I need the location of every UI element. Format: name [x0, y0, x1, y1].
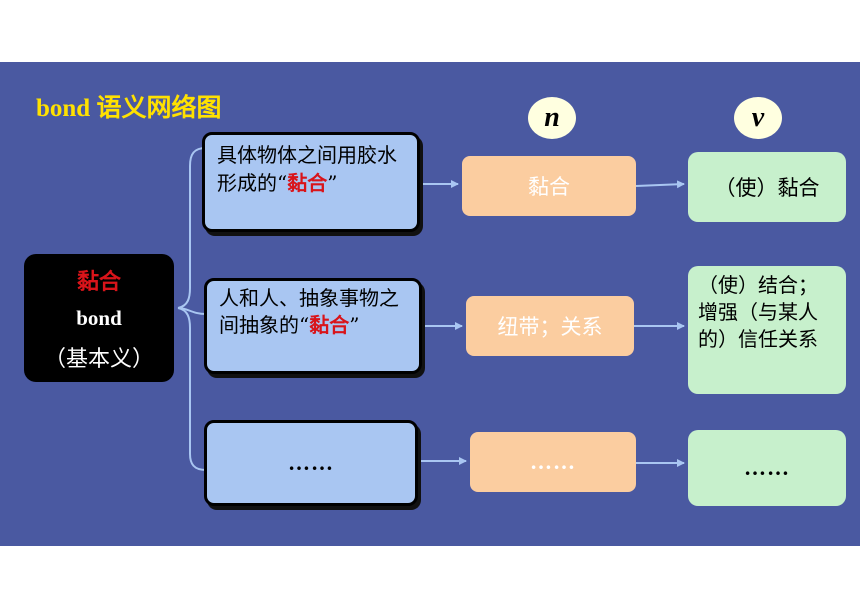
meaning-highlight-1: 黏合 — [287, 171, 328, 195]
noun-text-3: …… — [530, 449, 576, 474]
verb-label-ellipse: v — [734, 97, 782, 139]
meaning-box-3: …… — [204, 420, 418, 506]
verb-label: v — [751, 102, 765, 133]
noun-text-1: 黏合 — [528, 175, 570, 199]
root-node: 黏合 bond （基本义） — [24, 254, 174, 382]
root-bracket — [177, 147, 207, 309]
meaning-box-1: 具体物体之间用胶水形成的“黏合” — [202, 132, 420, 232]
diagram-title: bond 语义网络图 — [36, 95, 222, 122]
meaning-text-3: …… — [288, 450, 334, 475]
verb-box-3: …… — [688, 430, 846, 506]
arrow-noun-verb-1 — [635, 180, 685, 189]
meaning-box-2: 人和人、抽象事物之间抽象的“黏合” — [204, 278, 422, 374]
verb-box-1: （使）黏合 — [688, 152, 846, 222]
meaning-suffix-2: ” — [349, 313, 360, 337]
verb-text-3: …… — [744, 455, 790, 480]
noun-label: n — [544, 102, 560, 133]
root-note: （基本义） — [43, 346, 154, 372]
meaning-highlight-2: 黏合 — [309, 313, 350, 337]
meaning-text-2: 人和人、抽象事物之间抽象的“ — [219, 286, 399, 337]
noun-label-ellipse: n — [528, 97, 576, 139]
verb-text-2: （使）结合；增强（与某人的）信任关系 — [698, 273, 818, 351]
noun-text-2: 纽带；关系 — [497, 315, 603, 339]
root-word-en: bond — [76, 305, 122, 330]
connector-lines — [177, 147, 685, 471]
verb-text-1: （使）黏合 — [714, 176, 820, 200]
root-bracket-low — [177, 307, 207, 471]
meaning-suffix-1: ” — [327, 171, 338, 195]
slide-canvas: bond 语义网络图 n v 黏合 bond （基本义） 具体物体之间用胶水形成… — [0, 62, 860, 546]
noun-box-1: 黏合 — [462, 156, 636, 216]
root-word-cn: 黏合 — [76, 268, 121, 295]
meaning-text-1: 具体物体之间用胶水形成的“ — [217, 143, 397, 195]
noun-box-3: …… — [470, 432, 636, 492]
verb-box-2: （使）结合；增强（与某人的）信任关系 — [688, 266, 846, 394]
noun-box-2: 纽带；关系 — [466, 296, 634, 356]
